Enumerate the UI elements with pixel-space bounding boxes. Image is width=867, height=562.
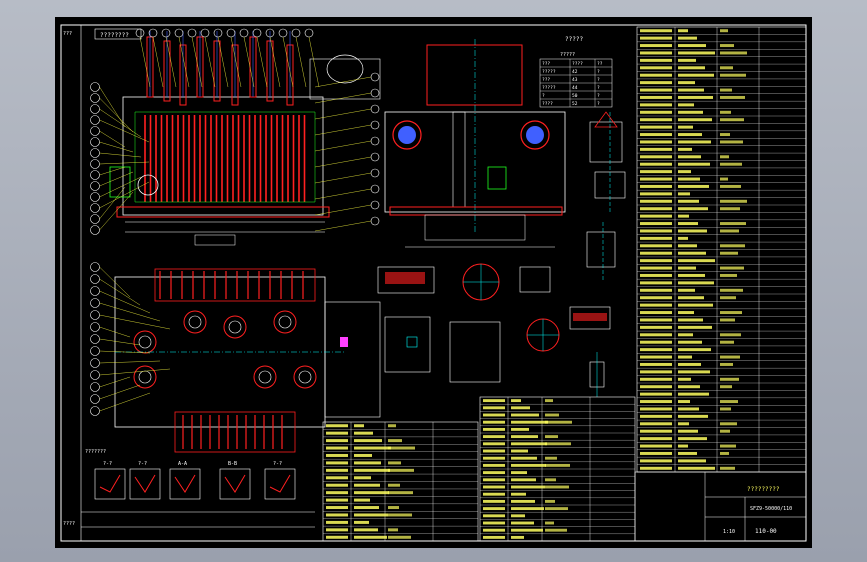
- title-block-sub: SFZ9-50000/110: [750, 506, 792, 512]
- title-block: ????????? SFZ9-50000/110 110-00 1:10: [634, 471, 807, 542]
- mini-table-header: ???: [542, 61, 550, 67]
- mini-parts-table: ??????????????42????43??????44??50?????5…: [539, 52, 613, 108]
- section-view-label: B-B: [228, 461, 237, 467]
- section-view-label: ?-?: [138, 461, 147, 467]
- transformer-assembly-drawing: ??? ???? ????????: [60, 24, 807, 542]
- mini-table-cell: ?: [597, 101, 600, 107]
- side-view-title: ?????: [565, 36, 583, 43]
- plan-openings: [133, 310, 317, 389]
- section-details-strip: ??????? ?-? ?-? A-A B-B ?-?: [81, 449, 315, 528]
- mini-table-title: ?????: [560, 52, 575, 58]
- mini-table-cell: 52: [572, 101, 578, 107]
- mini-table-cell: 44: [572, 85, 578, 91]
- mini-table-cell: ?: [542, 93, 545, 99]
- mini-table-cell: 50: [572, 93, 578, 99]
- mini-table-cell: 43: [572, 77, 578, 83]
- mini-table-cell: ?: [597, 93, 600, 99]
- drawing-sheet: ??? ???? ????????: [55, 17, 812, 548]
- detail-views-right: [586, 111, 626, 282]
- mini-table-cell: ?: [597, 77, 600, 83]
- mini-table-cell: ????: [542, 101, 553, 107]
- title-block-name: ?????????: [747, 486, 780, 493]
- title-block-ratio: 1:10: [723, 529, 735, 535]
- mini-table-cell: ???: [542, 77, 550, 83]
- radiator-fins: [144, 115, 306, 202]
- top-label-box: [94, 28, 142, 40]
- left-margin-bottom-label: ????: [63, 521, 75, 527]
- plan-radiators: [159, 271, 304, 449]
- section-view-label: ?-?: [103, 461, 112, 467]
- center-detail-views: [377, 263, 611, 397]
- top-label-text: ????????: [100, 32, 129, 39]
- mini-table-cell: ?: [597, 85, 600, 91]
- side-view: ?????: [384, 36, 583, 248]
- section-view-label: ?-?: [273, 461, 282, 467]
- title-block-dwg: 110-00: [755, 528, 777, 535]
- mini-table-cell: 42: [572, 69, 578, 75]
- bottom-left-header: ???????: [85, 449, 106, 455]
- mini-table-cell: ?????: [542, 85, 556, 91]
- mini-table-cell: ?????: [542, 69, 556, 75]
- front-view: [109, 31, 381, 246]
- item-balloons: [90, 28, 380, 416]
- plan-view: [114, 268, 381, 453]
- mini-table-header: ????: [572, 61, 583, 67]
- mini-table-header: ??: [597, 61, 603, 67]
- parts-lists: [322, 26, 807, 542]
- section-view-label: A-A: [178, 461, 187, 467]
- mini-table-cell: ?: [597, 69, 600, 75]
- left-margin-top-label: ???: [63, 31, 72, 37]
